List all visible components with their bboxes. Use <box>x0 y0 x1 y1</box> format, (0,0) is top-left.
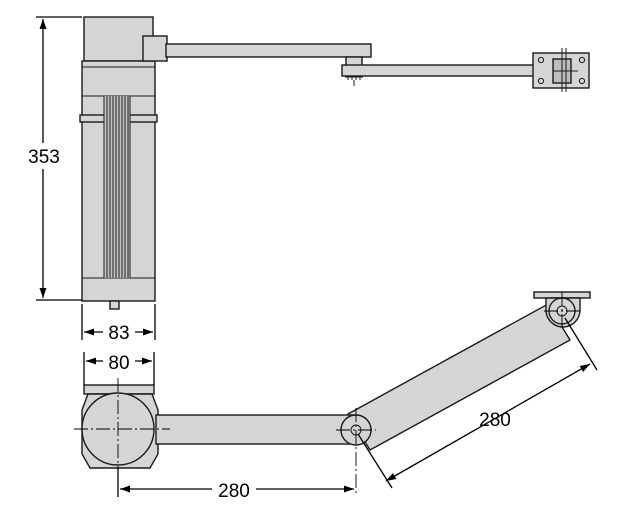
center-lines <box>74 292 580 496</box>
bracket-hole-4 <box>578 77 586 85</box>
bracket-hole-3 <box>537 77 545 85</box>
side-angled-arm <box>347 303 571 451</box>
dimension-height: 353 <box>22 16 82 301</box>
dimension-width-bottom: 80 <box>83 350 155 385</box>
dimension-height-label: 353 <box>28 147 60 168</box>
arm-hub <box>142 35 168 62</box>
cooling-fins <box>103 96 131 278</box>
dimension-arm-angled-label: 280 <box>479 410 511 431</box>
dimension-width-top-label: 83 <box>108 323 129 344</box>
primary-arm <box>165 43 372 58</box>
bracket-hole-2 <box>578 56 586 64</box>
dimension-arm-horizontal-label: 280 <box>218 481 250 502</box>
dimension-width-top: 83 <box>81 304 156 344</box>
motor-unit-top-view <box>79 16 158 310</box>
side-horizontal-arm <box>155 414 357 445</box>
arm-top-view <box>142 35 590 92</box>
bracket-hole-1 <box>537 56 545 64</box>
motor-head <box>83 16 154 62</box>
dimension-arm-horizontal: 280 <box>117 468 354 502</box>
assembly-side-view <box>81 291 591 469</box>
motor-bottom-stub <box>109 300 120 310</box>
dimension-width-bottom-label: 80 <box>108 353 129 374</box>
dimension-arm-angled: 280 <box>357 317 598 489</box>
